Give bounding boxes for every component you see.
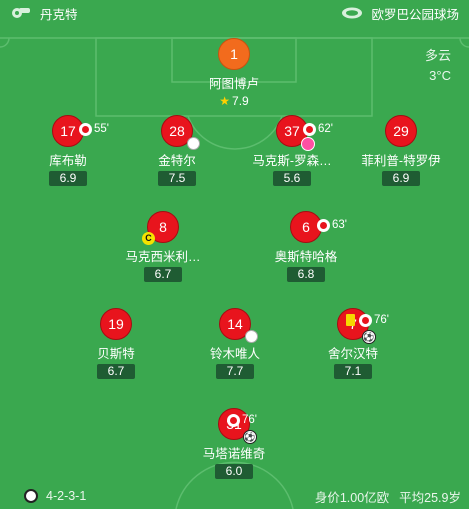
weather-info: 多云 3°C — [425, 46, 451, 86]
substitution-indicator: 76' — [227, 405, 257, 435]
player-name: 库布勒 — [49, 154, 87, 168]
player-card[interactable]: 6 63' 奥斯特哈格 6.8 — [251, 211, 361, 283]
player-card[interactable]: 14 铃木唯人 7.7 — [180, 308, 290, 380]
player-number: 8 C — [142, 211, 179, 245]
formation: 4-2-3-1 — [46, 489, 87, 503]
own-goal-icon — [301, 137, 315, 151]
stadium-icon — [341, 6, 363, 20]
player-card[interactable]: 8 C 马克西米利… 6.7 — [108, 211, 218, 283]
average-age: 平均25.9岁 — [399, 490, 461, 505]
match-header: 丹克特 欧罗巴公园球场 — [0, 0, 469, 26]
captain-badge: C — [142, 232, 155, 245]
substitution-indicator: 63' — [317, 210, 347, 240]
player-rating: 7.7 — [216, 364, 254, 379]
goal-ball-icon: ⚽ — [362, 330, 376, 344]
player-number: 7 76' ⚽ — [337, 308, 389, 344]
player-number: 37 62' — [276, 115, 333, 151]
player-name: 铃木唯人 — [209, 347, 260, 361]
player-number: 6 63' — [290, 211, 347, 243]
player-rating: 6.7 — [144, 267, 182, 282]
player-card[interactable]: 37 62' 马克斯-罗森… 5.6 — [237, 115, 347, 187]
player-number: 1 — [218, 38, 250, 70]
player-name: 奥斯特哈格 — [274, 250, 338, 264]
yellow-card-icon — [346, 314, 355, 326]
player-name: 舍尔汉特 — [327, 347, 378, 361]
player-card[interactable]: 28 金特尔 7.5 — [122, 115, 232, 187]
player-name: 菲利普-特罗伊 — [361, 154, 441, 168]
player-number: 17 55' — [52, 115, 109, 147]
player-name: 马克西米利… — [125, 250, 201, 264]
player-card[interactable]: 1 阿图博卢 ★7.9 — [179, 38, 289, 110]
weather-temperature: 3°C — [429, 68, 451, 83]
weather-condition: 多云 — [424, 48, 451, 63]
player-rating: 6.9 — [49, 171, 87, 186]
substitution-indicator: 62' — [303, 114, 333, 144]
substitution-icon — [317, 218, 330, 232]
assist-icon — [245, 330, 258, 343]
substitution-indicator: 55' — [79, 114, 109, 144]
player-name: 金特尔 — [158, 154, 196, 168]
substitution-icon — [303, 122, 316, 136]
substitution-icon — [359, 313, 372, 327]
player-number: 14 — [219, 308, 258, 343]
player-rating: 6.7 — [97, 364, 135, 379]
player-rating: ★7.9 — [219, 94, 249, 108]
team-name: 丹克特 — [40, 7, 78, 22]
player-rating: 6.9 — [382, 171, 420, 186]
club-crest-icon — [24, 489, 38, 503]
player-rating: 7.1 — [334, 364, 372, 379]
lineup-footer: 4-2-3-1 身价1.00亿欧 平均25.9岁 — [0, 483, 469, 509]
star-icon: ★ — [219, 94, 231, 108]
player-card[interactable]: 29 菲利普-特罗伊 6.9 — [346, 115, 456, 187]
squad-value: 身价1.00亿欧 — [314, 490, 390, 505]
player-number: 31 76' ⚽ — [218, 408, 257, 444]
player-rating: 7.5 — [158, 171, 196, 186]
player-card[interactable]: 19 贝斯特 6.7 — [61, 308, 171, 380]
assist-icon — [187, 137, 200, 150]
player-name: 阿图博卢 — [208, 77, 259, 91]
player-name: 马塔诺维奇 — [202, 447, 266, 461]
goal-ball-icon: ⚽ — [243, 430, 257, 444]
player-rating: 5.6 — [273, 171, 311, 186]
player-number: 19 — [100, 308, 132, 340]
venue-name: 欧罗巴公园球场 — [371, 7, 459, 22]
player-card[interactable]: 7 76' ⚽ 舍尔汉特 7.1 — [298, 308, 408, 380]
player-name: 贝斯特 — [97, 347, 135, 361]
substitution-icon — [227, 413, 240, 427]
player-rating: 6.0 — [215, 464, 253, 479]
player-card[interactable]: 17 55' 库布勒 6.9 — [13, 115, 123, 187]
player-number: 28 — [161, 115, 200, 150]
player-number: 29 — [385, 115, 417, 147]
player-rating: 6.8 — [287, 267, 325, 282]
player-name: 马克斯-罗森… — [252, 154, 332, 168]
substitution-indicator: 76' — [346, 305, 389, 335]
whistle-icon — [10, 6, 32, 20]
substitution-icon — [79, 122, 92, 136]
player-card[interactable]: 31 76' ⚽ 马塔诺维奇 6.0 — [179, 408, 289, 480]
